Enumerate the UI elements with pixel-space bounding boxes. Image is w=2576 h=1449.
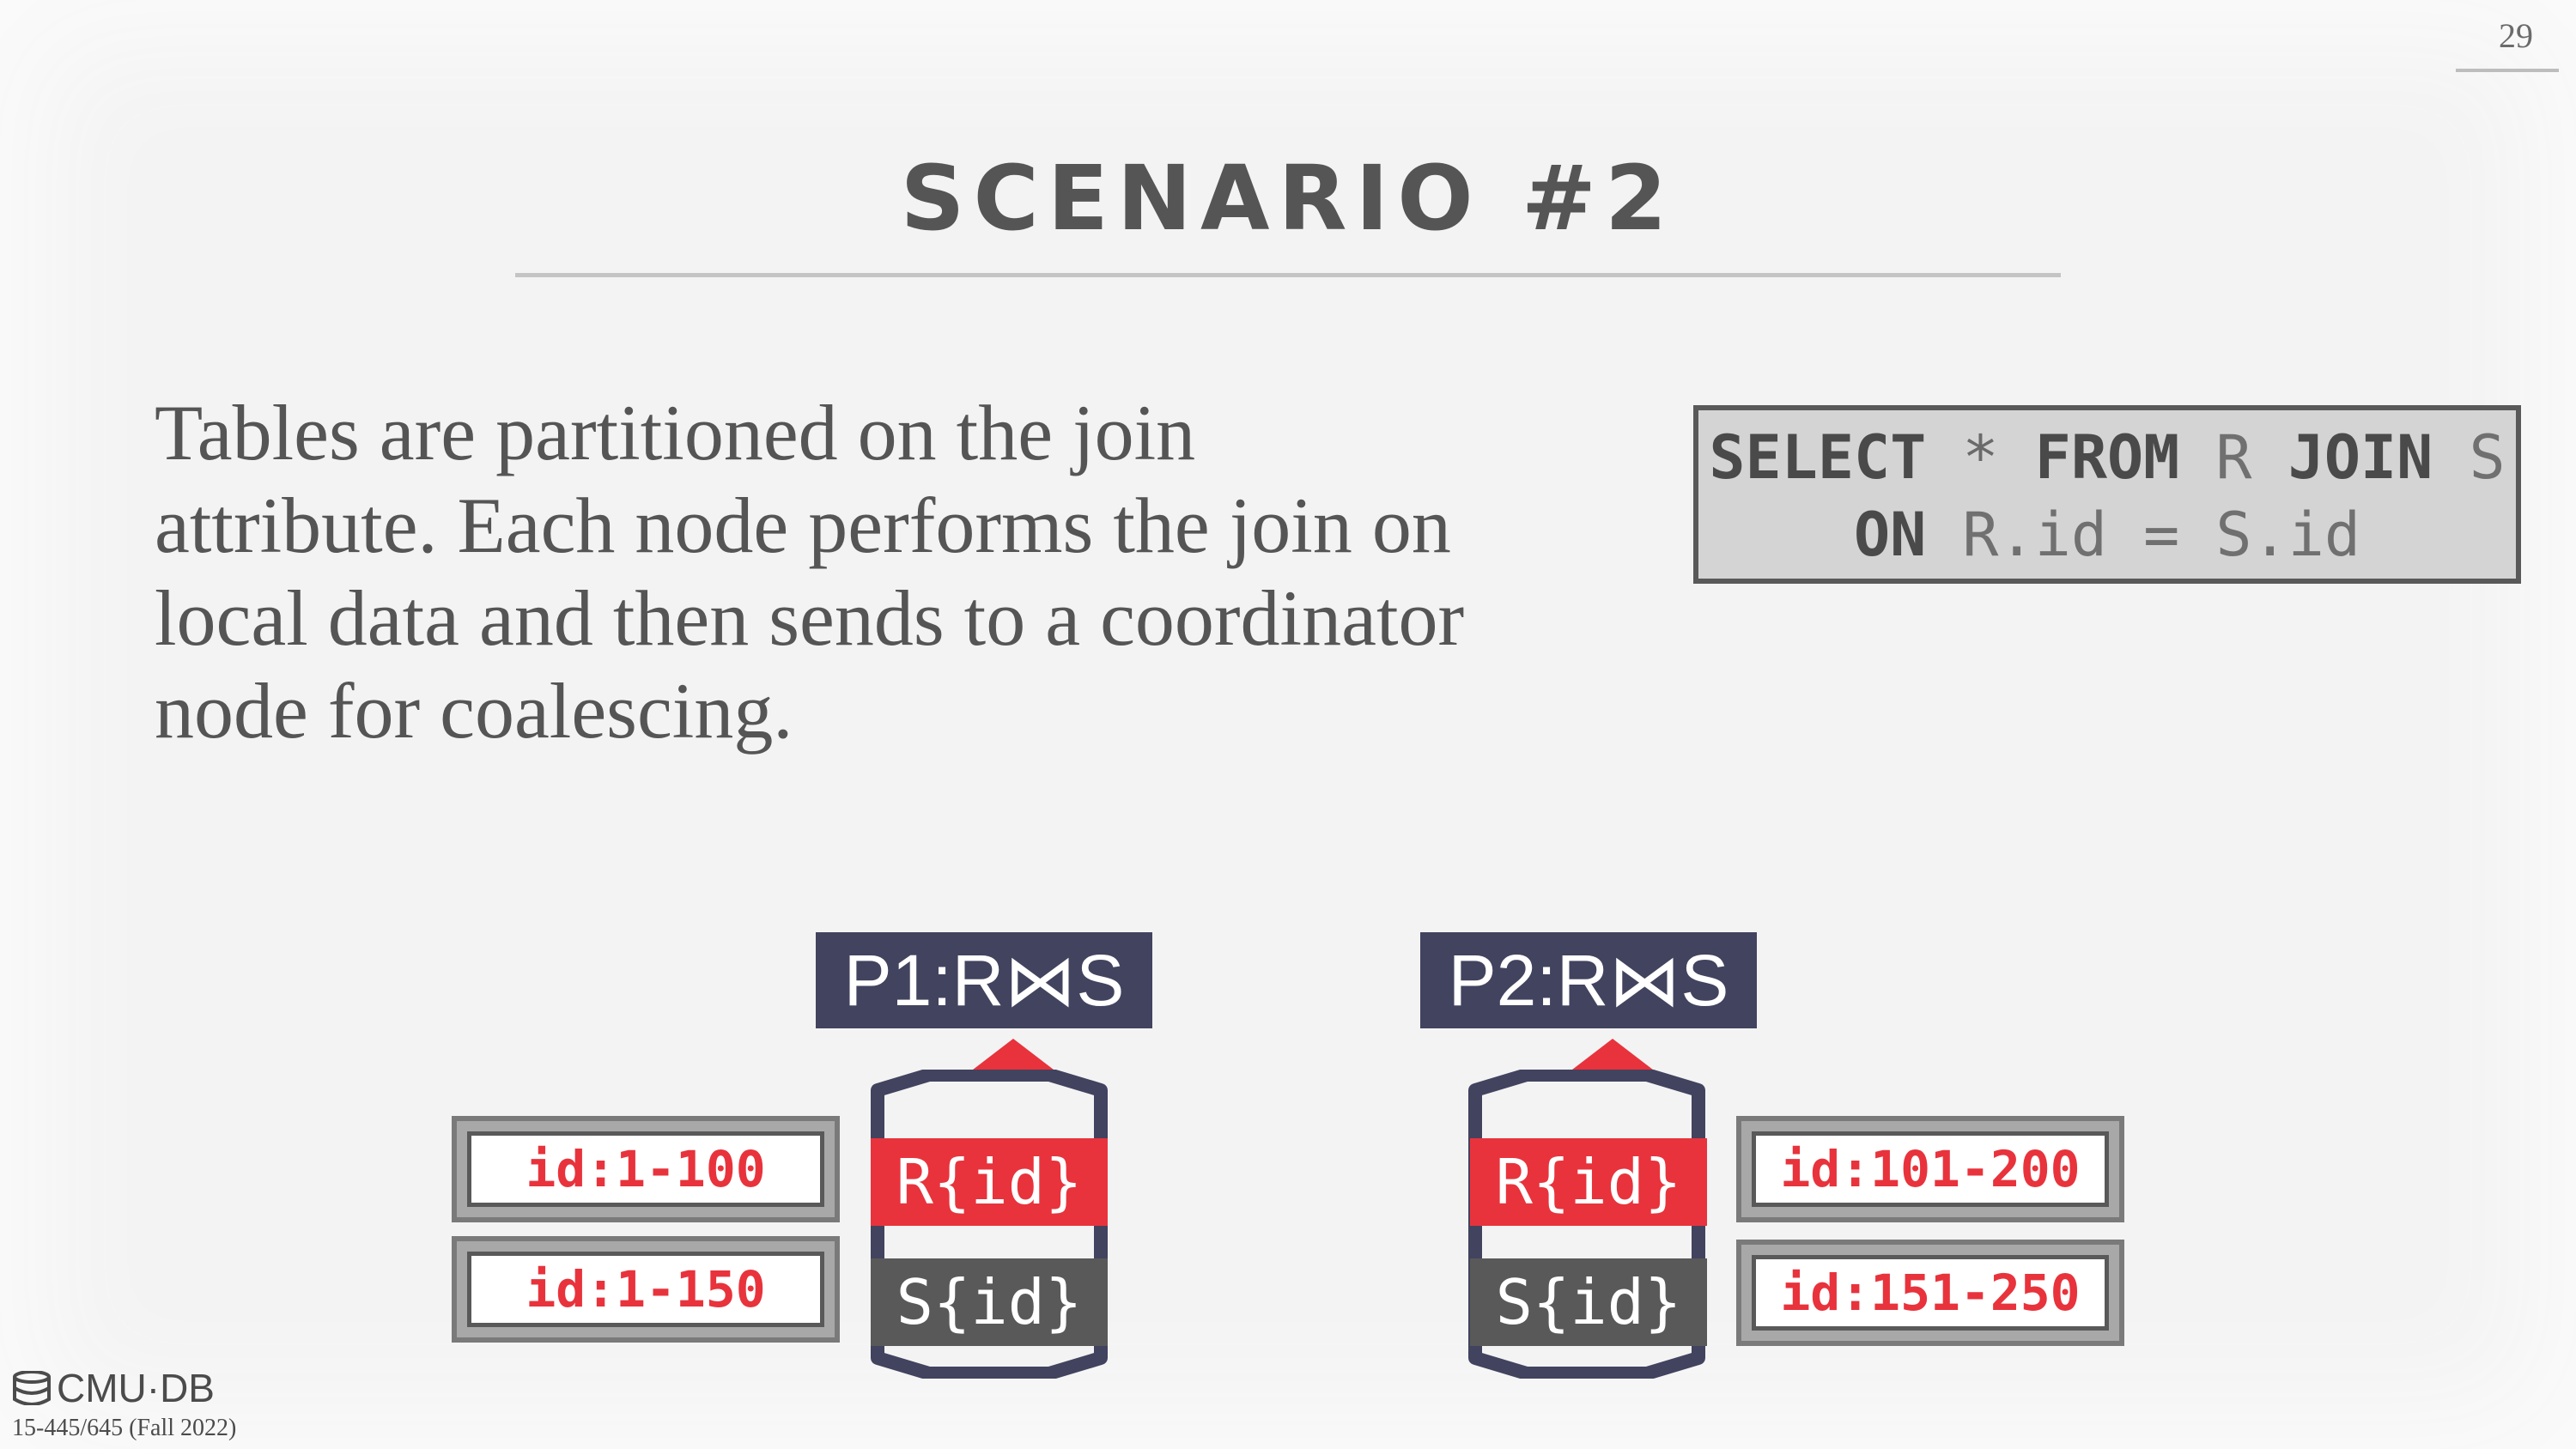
database-logo-icon <box>13 1371 51 1405</box>
page-number-rule <box>2456 69 2559 72</box>
sql-line-2-token-0: ON <box>1853 500 1927 570</box>
sql-line-1-token-1: * <box>1926 422 2035 493</box>
page-number: 29 <box>2499 16 2533 55</box>
logo-text: CMU·DB <box>57 1366 215 1410</box>
node-2-r-range-label: id:101-200 <box>1752 1131 2109 1207</box>
sql-line-1: SELECT * FROM R JOIN S <box>1698 419 2516 496</box>
sql-line-1-token-5: S <box>2433 422 2506 493</box>
sql-line-1-token-0: SELECT <box>1709 422 1927 493</box>
cmu-db-logo: CMU·DB <box>12 1365 215 1411</box>
slide-title: SCENARIO #2 <box>900 146 1676 251</box>
sql-line-1-token-3: R <box>2179 422 2288 493</box>
node-1-join-label: P1:R⋈S <box>816 932 1152 1028</box>
node-2-r-table-block: R{id} <box>1470 1138 1707 1226</box>
sql-line-1-token-4: JOIN <box>2287 422 2433 493</box>
node-1-r-table-block: R{id} <box>871 1138 1108 1226</box>
sql-line-2: ON R.id = S.id <box>1698 496 2516 573</box>
body-paragraph: Tables are partitioned on the join attri… <box>155 389 1465 755</box>
node-1-s-range-box: id:1-150 <box>452 1236 840 1343</box>
node-2-r-range-box: id:101-200 <box>1736 1116 2124 1222</box>
course-label: 15-445/645 (Fall 2022) <box>12 1415 237 1441</box>
node-1-r-range-box: id:1-100 <box>452 1116 840 1222</box>
sql-line-2-token-1: R.id = S.id <box>1926 500 2361 570</box>
node-2-join-label: P2:R⋈S <box>1420 932 1757 1028</box>
sql-line-1-token-2: FROM <box>2034 422 2180 493</box>
node-1-s-range-label: id:1-150 <box>467 1252 824 1327</box>
node-2-s-range-label: id:151-250 <box>1752 1255 2109 1331</box>
node-2-s-table-block: S{id} <box>1470 1258 1707 1346</box>
title-divider <box>515 273 2061 277</box>
node-1-r-range-label: id:1-100 <box>467 1131 824 1207</box>
node-2-s-range-box: id:151-250 <box>1736 1240 2124 1346</box>
node-1-s-table-block: S{id} <box>871 1258 1108 1346</box>
